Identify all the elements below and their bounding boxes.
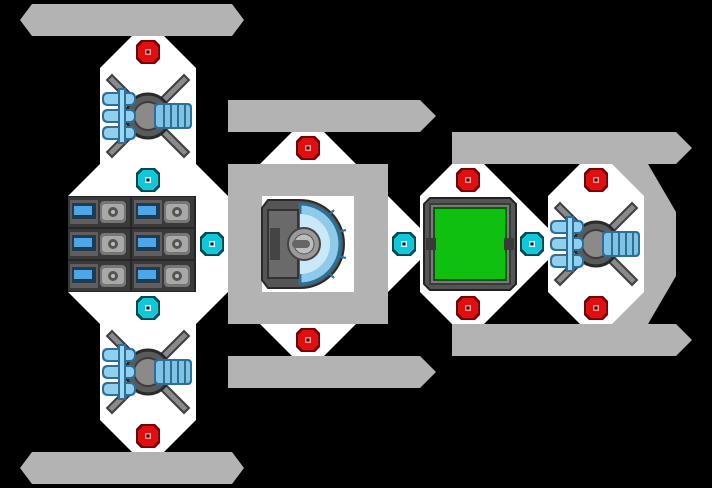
cyan-connector[interactable]	[518, 230, 546, 258]
red-connector[interactable]	[134, 422, 162, 450]
red-connector[interactable]	[454, 166, 482, 194]
hull-bottom-left	[20, 452, 244, 484]
battery-cell	[68, 197, 130, 227]
battery-cell	[132, 197, 194, 227]
battery-cell	[68, 261, 130, 291]
cyan-connector[interactable]	[134, 294, 162, 322]
hull-mid-bottom	[228, 356, 436, 388]
reactor-icon[interactable]	[423, 197, 517, 291]
hull-right-top	[452, 132, 692, 164]
hull-top-left	[20, 4, 244, 36]
hull-mid-top	[228, 100, 436, 132]
battery-cell	[68, 229, 130, 259]
battery-cell	[132, 229, 194, 259]
red-connector[interactable]	[582, 294, 610, 322]
red-connector[interactable]	[134, 38, 162, 66]
cyan-connector[interactable]	[134, 166, 162, 194]
battery-cell	[132, 261, 194, 291]
red-connector[interactable]	[294, 326, 322, 354]
red-connector[interactable]	[582, 166, 610, 194]
hull-right-bottom	[452, 324, 692, 356]
cockpit-icon[interactable]	[261, 199, 347, 289]
battery-bank-icon[interactable]	[68, 196, 196, 292]
cyan-connector[interactable]	[198, 230, 226, 258]
red-connector[interactable]	[454, 294, 482, 322]
cyan-connector[interactable]	[390, 230, 418, 258]
red-connector[interactable]	[294, 134, 322, 162]
